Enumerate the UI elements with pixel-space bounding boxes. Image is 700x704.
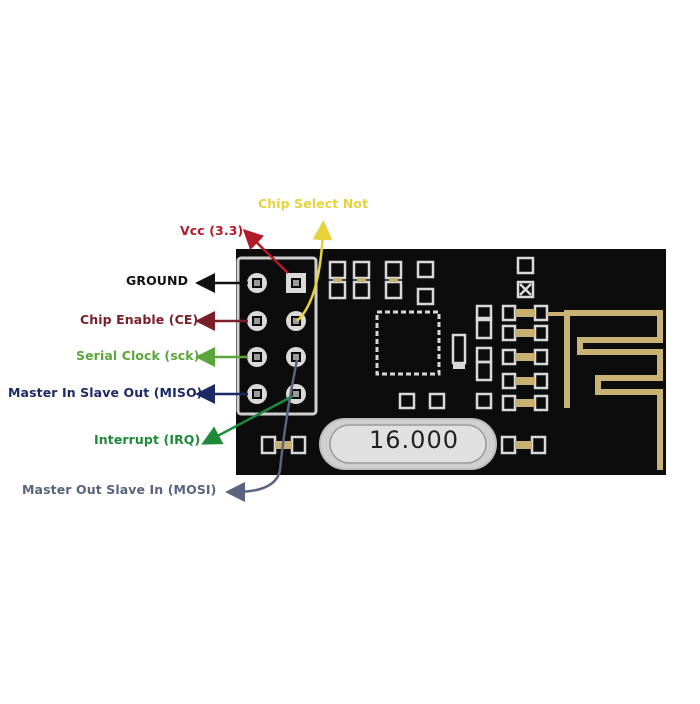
serial-clock-label: Serial Clock (sck) xyxy=(76,348,200,363)
header-pin xyxy=(247,273,267,293)
chip-select-not-leader xyxy=(296,220,333,322)
irq-leader xyxy=(201,394,294,445)
pin-header-outline xyxy=(236,256,318,416)
ground-label: GROUND xyxy=(126,273,189,288)
pcb-antenna xyxy=(564,310,663,470)
main-ic xyxy=(375,310,441,376)
smd-components-lower xyxy=(398,304,493,410)
mosi-leader xyxy=(225,359,299,502)
vcc-leader xyxy=(242,229,289,274)
vcc-label: Vcc (3.3) xyxy=(180,223,244,238)
chip-enable-label: Chip Enable (CE) xyxy=(80,312,199,327)
chip-select-not-label: Chip Select Not xyxy=(258,196,369,211)
miso-label: Master In Slave Out (MISO) xyxy=(8,385,203,400)
header-pin xyxy=(247,384,267,404)
header-pin xyxy=(286,347,306,367)
header-pin xyxy=(247,311,267,331)
header-pin xyxy=(286,273,306,293)
smd-components xyxy=(328,256,535,306)
mosi-label: Master Out Slave In (MOSI) xyxy=(22,482,217,497)
header-pin xyxy=(247,347,267,367)
irq-label: Interrupt (IRQ) xyxy=(94,432,201,447)
crystal-oscillator xyxy=(319,418,497,470)
rf-matching-components xyxy=(501,304,567,412)
crystal-frequency-label: 16.000 xyxy=(369,426,459,454)
